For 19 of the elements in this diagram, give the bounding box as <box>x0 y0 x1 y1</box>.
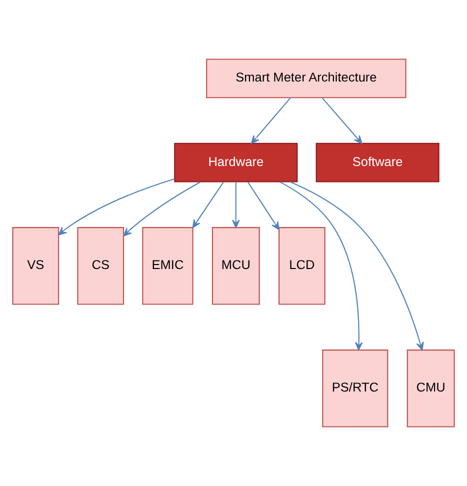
arrow <box>58 178 174 236</box>
node-box: VS <box>12 227 60 305</box>
node-box: EMIC <box>142 227 194 305</box>
node-box: Hardware <box>174 142 298 182</box>
node-box: CS <box>77 227 124 305</box>
arrow <box>250 97 291 144</box>
node-box: Software <box>316 142 440 182</box>
arrow <box>290 181 424 351</box>
arrow <box>248 182 280 230</box>
node-box: MCU <box>212 227 260 305</box>
arrow <box>232 182 240 228</box>
node-box: PS/RTC <box>322 350 388 428</box>
arrow <box>192 182 224 228</box>
node-box: Smart Meter Architecture <box>206 58 406 98</box>
arrow <box>322 97 362 144</box>
node-box: CMU <box>406 350 455 428</box>
node-box: LCD <box>278 227 326 305</box>
arrow <box>280 181 363 350</box>
arrow <box>123 181 201 236</box>
